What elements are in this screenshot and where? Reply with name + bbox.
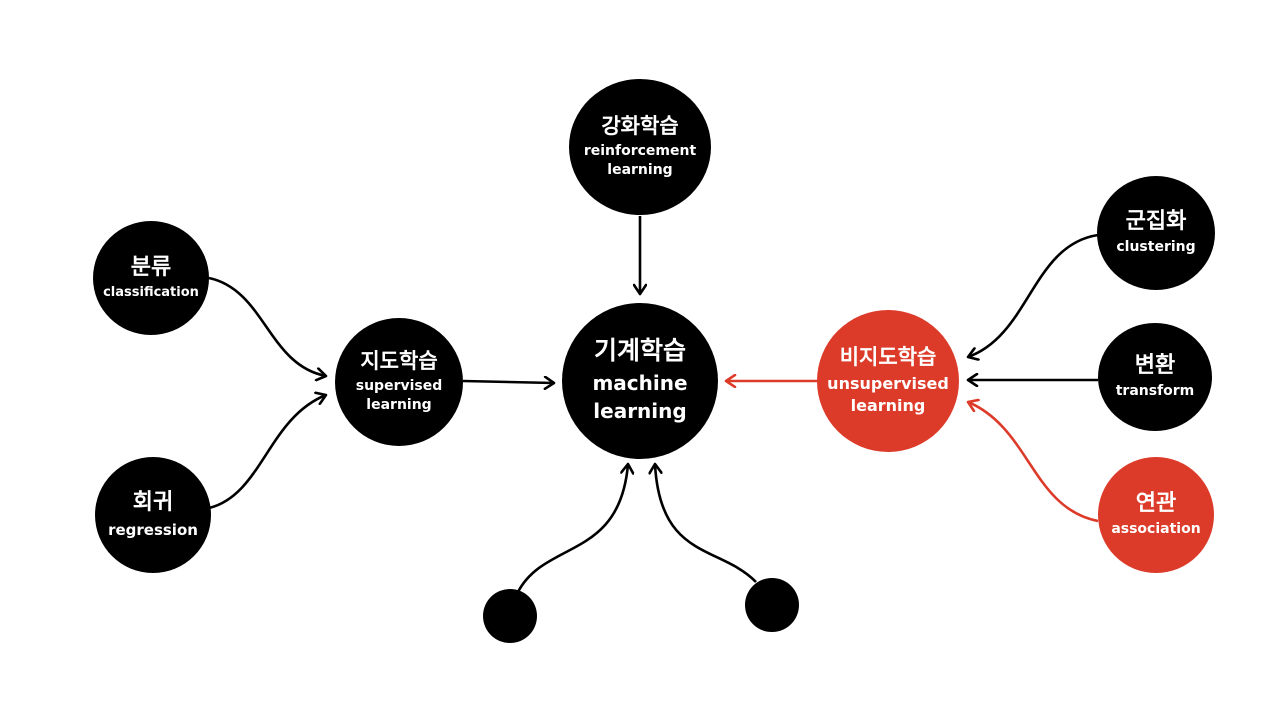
node-label-en-line: unsupervised	[827, 374, 949, 394]
node-label-ko: 지도학습	[360, 349, 438, 374]
edge-dot-right-to-ml	[655, 464, 757, 583]
node-label-en-line: learning	[850, 396, 926, 416]
node-supervised-learning: 지도학습 supervised learning	[335, 318, 463, 446]
node-label-en-line: association	[1111, 521, 1201, 538]
node-label-en: classification	[103, 284, 199, 302]
node-label-ko: 연관	[1135, 490, 1177, 516]
node-label-en-line: reinforcement	[583, 143, 697, 160]
node-label-en-line: machine	[592, 371, 688, 396]
node-label-en: supervised learning	[356, 377, 443, 415]
node-transform: 변환 transform	[1098, 323, 1212, 431]
node-label-en-line: learning	[366, 397, 432, 414]
node-label-en: association	[1111, 520, 1200, 539]
node-label-ko: 분류	[130, 254, 172, 280]
node-label-ko: 강화학습	[601, 114, 679, 139]
node-classification: 분류 classification	[93, 221, 209, 335]
node-label-en-line: transform	[1115, 383, 1195, 400]
node-reinforcement-learning: 강화학습 reinforcement learning	[569, 79, 711, 215]
node-machine-learning: 기계학습 machine learning	[562, 303, 718, 459]
edge-dot-left-to-ml	[516, 464, 628, 593]
node-label-en: reinforcement learning	[584, 142, 696, 180]
node-label-en: regression	[108, 520, 198, 540]
node-label-en-line: regression	[108, 520, 198, 539]
node-label-ko: 비지도학습	[839, 345, 937, 370]
edge-regression-to-supervised	[208, 395, 326, 510]
node-label-en: unsupervised learning	[827, 373, 949, 416]
node-label-ko: 변환	[1134, 352, 1176, 378]
node-label-en: clustering	[1116, 238, 1195, 257]
edge-supervised-to-ml	[462, 381, 554, 383]
node-label-ko: 군집화	[1125, 208, 1187, 234]
node-label-en: machine learning	[592, 369, 687, 425]
node-regression: 회귀 regression	[95, 457, 211, 573]
node-label-en-line: supervised	[355, 378, 443, 395]
node-label-ko: 회귀	[132, 490, 174, 516]
node-clustering: 군집화 clustering	[1097, 176, 1215, 290]
edge-association-to-unsupervised	[968, 402, 1099, 523]
node-unlabeled-dot-left	[483, 589, 537, 643]
edge-clustering-to-unsupervised	[968, 233, 1099, 357]
node-label-ko: 기계학습	[593, 335, 686, 365]
node-label-en: transform	[1116, 382, 1195, 401]
node-label-en-line: clustering	[1116, 239, 1196, 256]
node-unsupervised-learning: 비지도학습 unsupervised learning	[817, 310, 959, 452]
node-label-en-line: learning	[607, 162, 673, 179]
node-label-en-line: learning	[593, 399, 687, 424]
node-label-en-line: classification	[103, 284, 199, 300]
node-unlabeled-dot-right	[745, 578, 799, 632]
edge-classification-to-supervised	[208, 276, 326, 376]
node-association: 연관 association	[1098, 457, 1214, 573]
